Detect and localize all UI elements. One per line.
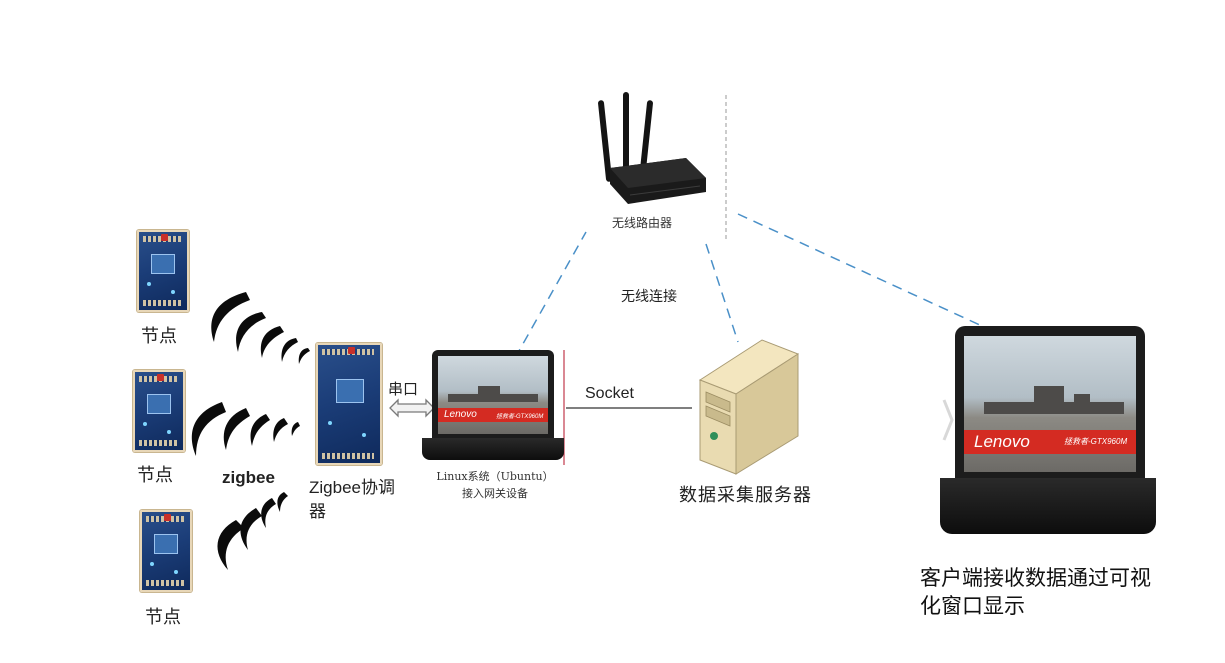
- gateway-label: Linux系统（Ubuntu） 接入网关设备: [420, 468, 570, 502]
- gateway-label-line1: Linux系统（Ubuntu）: [436, 470, 554, 483]
- wireless-connection-label: 无线连接: [621, 288, 677, 304]
- gateway-laptop-base: [422, 438, 564, 460]
- socket-label: Socket: [585, 385, 634, 402]
- signal-waves-node1: [211, 292, 310, 364]
- node-label-2: 节点: [137, 465, 173, 486]
- client-laptop-base: [940, 478, 1156, 534]
- node-label-3: 节点: [145, 607, 181, 628]
- zigbee-node-board-1: [137, 230, 189, 312]
- wireless-link-client: [737, 213, 983, 327]
- serial-double-arrow: [389, 398, 435, 418]
- client-label-line1: 客户端接收数据通过可视: [920, 566, 1151, 590]
- client-label: 客户端接收数据通过可视 化窗口显示: [920, 564, 1151, 620]
- wireless-link-gateway: [514, 231, 587, 359]
- zigbee-label: zigbee: [222, 468, 275, 487]
- client-chevron: [942, 399, 954, 441]
- gateway-brand-text: Lenovo: [444, 409, 477, 420]
- server-icon: [698, 339, 800, 475]
- coordinator-label: Zigbee协调器: [309, 478, 395, 521]
- gateway-laptop-screen: Lenovo 拯救者-GTX960M: [432, 350, 554, 438]
- client-model-text: 拯救者-GTX960M: [1064, 437, 1128, 446]
- gateway-model-text: 拯救者-GTX960M: [496, 414, 544, 420]
- zigbee-coordinator-board: [316, 343, 382, 465]
- client-laptop-screen: Lenovo 拯救者-GTX960M: [955, 326, 1145, 478]
- client-brand-text: Lenovo: [974, 432, 1030, 451]
- zigbee-node-board-3: [140, 510, 192, 592]
- signal-waves-node3: [217, 492, 288, 570]
- zigbee-node-board-2: [133, 370, 185, 452]
- router-icon: [598, 92, 706, 204]
- node-label-1: 节点: [141, 326, 177, 347]
- gateway-label-line2: 接入网关设备: [462, 487, 528, 500]
- client-label-line2: 化窗口显示: [920, 594, 1025, 618]
- serial-label: 串口: [388, 381, 419, 398]
- server-label: 数据采集服务器: [679, 485, 812, 505]
- signal-waves-node2: [191, 402, 300, 456]
- wireless-link-server: [705, 243, 739, 343]
- router-label: 无线路由器: [612, 216, 673, 230]
